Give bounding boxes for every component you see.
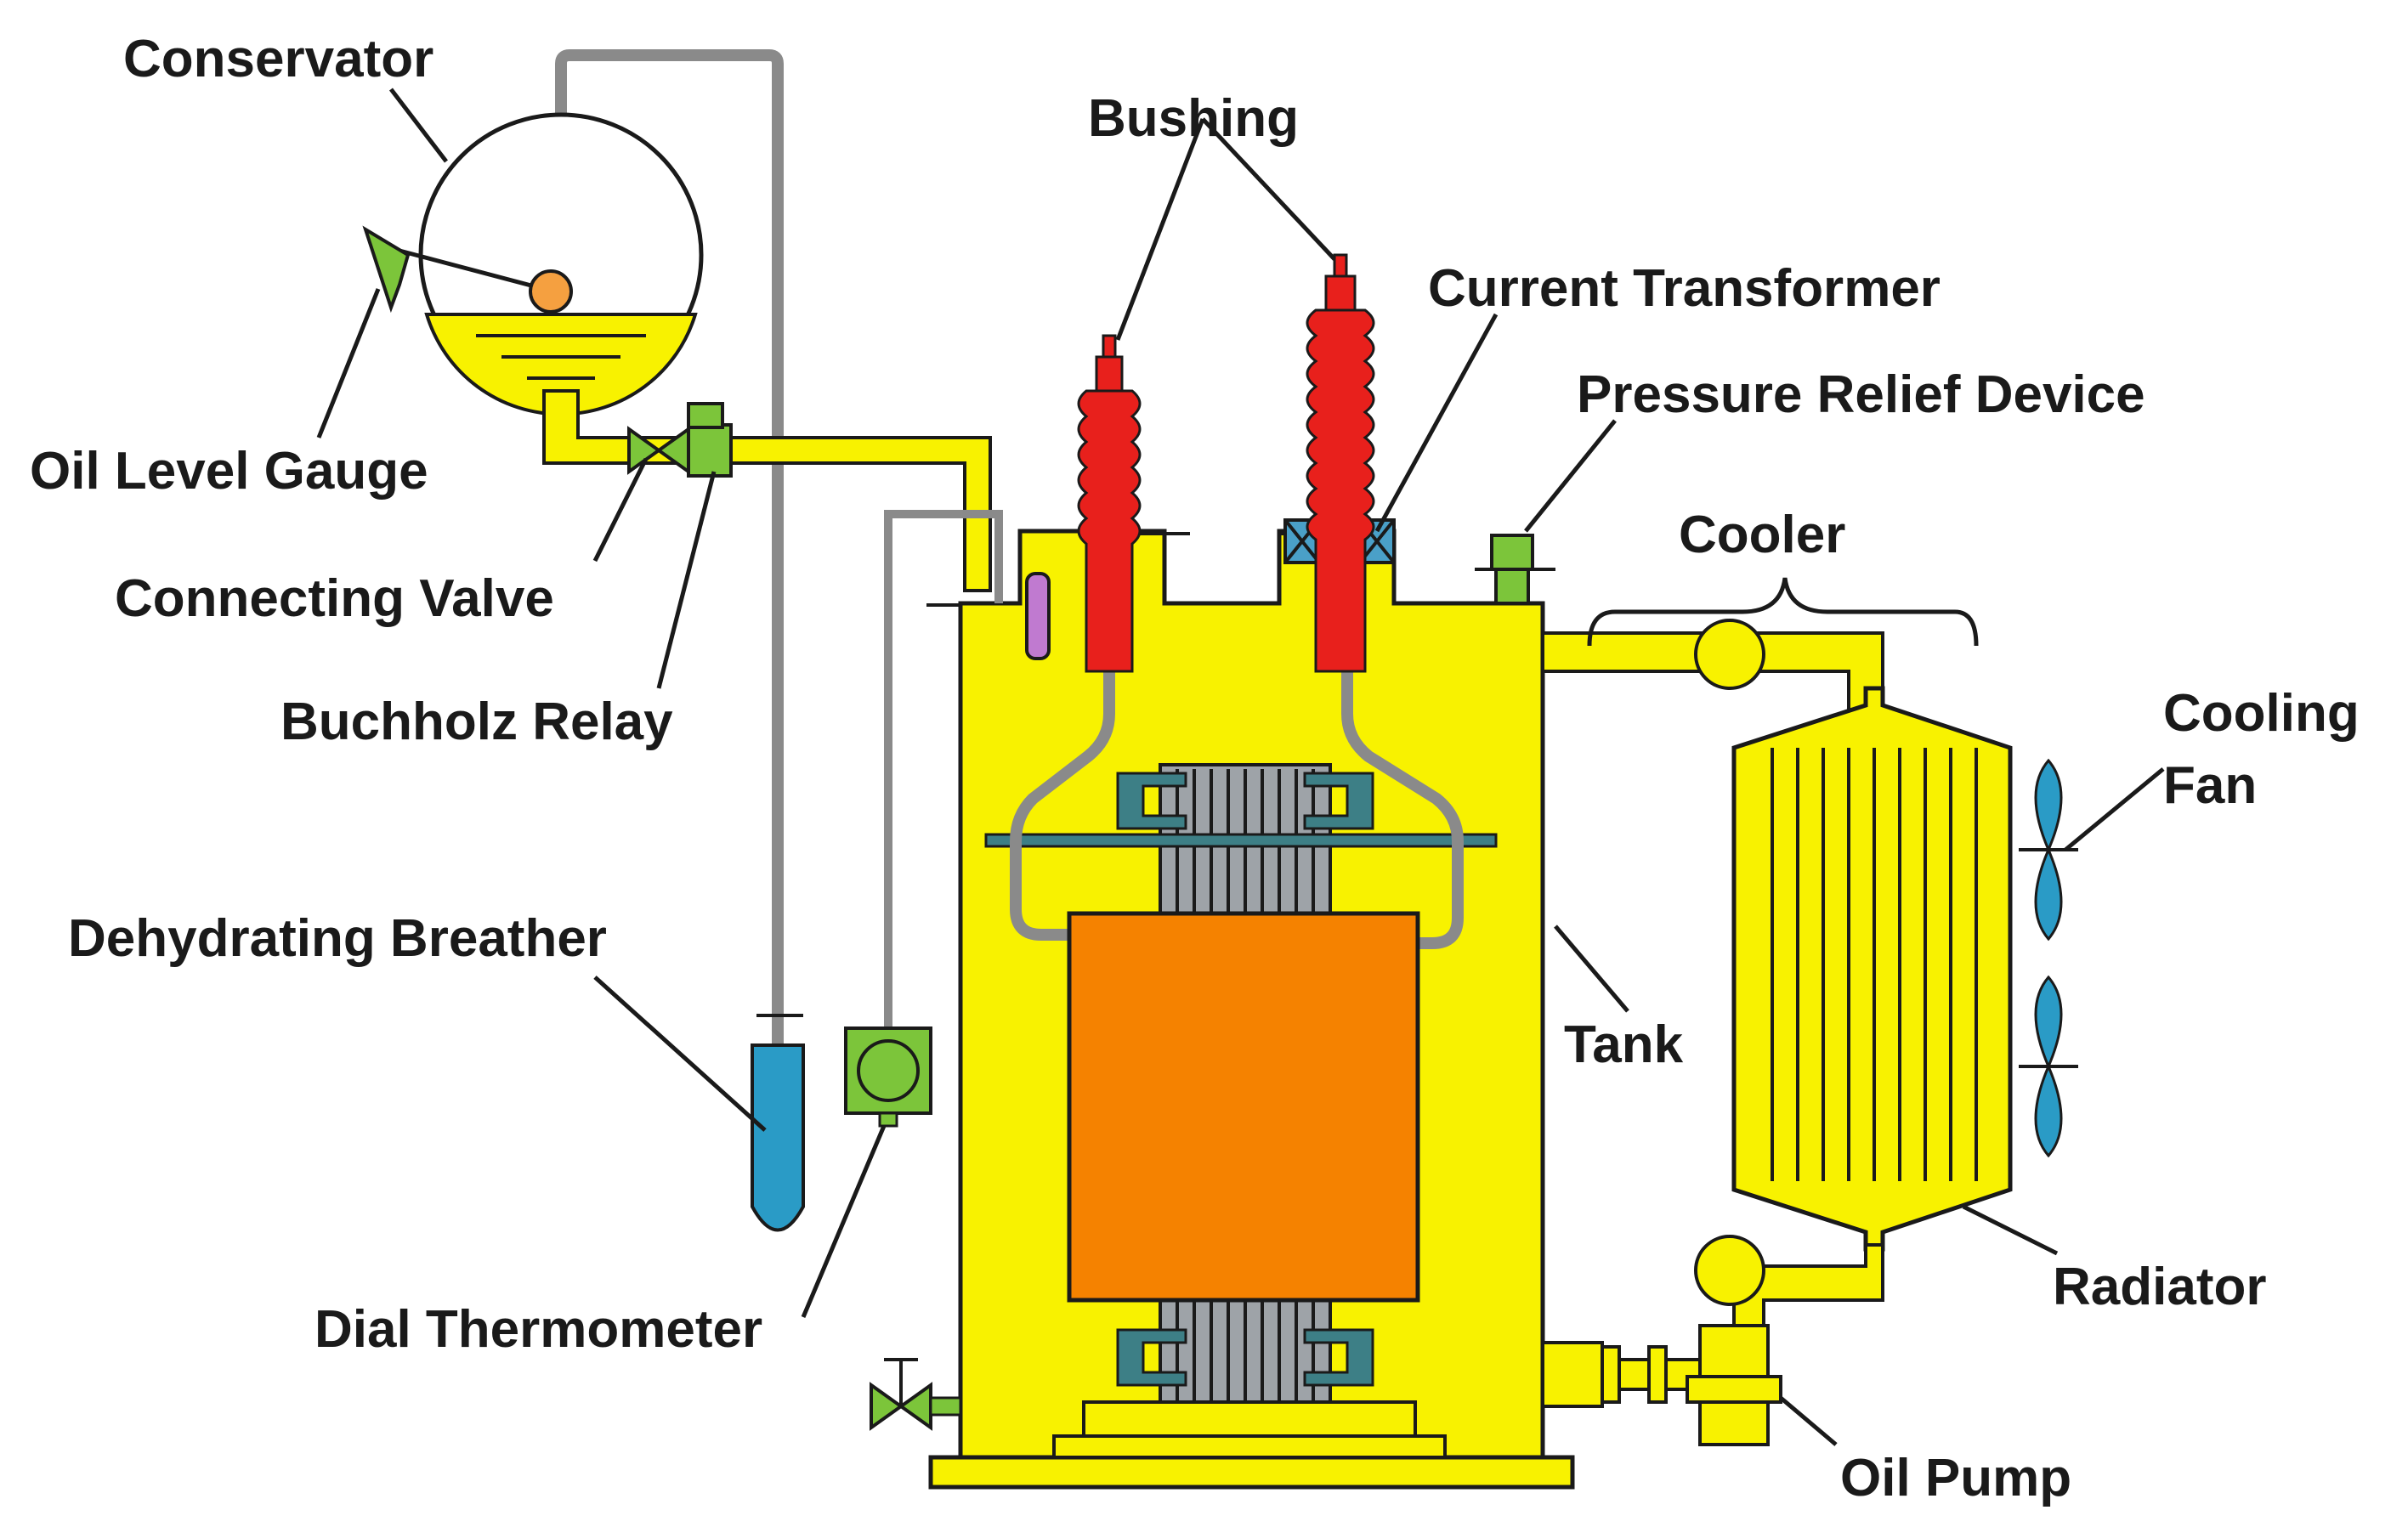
thermometer-pipe [884, 510, 1003, 1032]
dehydrating-breather-icon [751, 1014, 805, 1232]
label-cooling-fan-2: Fan [2163, 756, 2257, 815]
label-cooler: Cooler [1679, 506, 1845, 564]
label-oil-pump: Oil Pump [1840, 1449, 2071, 1507]
cooler-valve-bottom [1694, 1235, 1765, 1306]
oil-pipe-conservator [542, 389, 992, 592]
conservator [399, 112, 704, 416]
transformer-core [984, 763, 1498, 1459]
oil-float [529, 269, 573, 314]
label-connecting-valve: Connecting Valve [115, 569, 554, 628]
label-pressure-relief-device: Pressure Relief Device [1577, 365, 2145, 424]
connecting-valve-icon [627, 426, 690, 475]
breather-pipe [555, 49, 784, 1079]
radiator-fins [1771, 748, 1978, 1181]
label-conservator: Conservator [123, 30, 433, 88]
label-bushing: Bushing [1088, 89, 1299, 148]
bushing-lead-right [1341, 667, 1464, 949]
bushing-lead-left [1010, 667, 1115, 941]
buchholz-relay-icon [687, 402, 733, 478]
label-radiator: Radiator [2053, 1258, 2266, 1316]
label-dial-thermometer: Dial Thermometer [314, 1300, 762, 1359]
oil-pump-icon [1541, 1324, 1782, 1446]
cooling-fan-icon [2019, 758, 2078, 942]
winding-block [1067, 911, 1420, 1303]
leader-lines [316, 88, 2165, 1446]
label-buchholz-relay: Buchholz Relay [280, 693, 673, 751]
dial-thermometer-icon [844, 1026, 932, 1128]
bushing-right [1306, 253, 1375, 673]
label-dehydrating-breather: Dehydrating Breather [68, 909, 607, 968]
bushing-left [1077, 334, 1142, 673]
label-cooling-fan-1: Cooling [2163, 684, 2360, 743]
label-oil-level-gauge: Oil Level Gauge [30, 442, 428, 501]
label-tank: Tank [1564, 1015, 1684, 1074]
oil-sample-tube [1025, 572, 1051, 660]
cooler-valve-top [1694, 619, 1765, 690]
label-current-transformer: Current Transformer [1428, 259, 1941, 318]
oil-level-gauge-icon [362, 225, 411, 314]
pressure-relief-device-icon [1475, 534, 1555, 605]
drain-valve-icon [870, 1358, 962, 1431]
radiator [1731, 686, 2013, 1252]
cooling-fan-icon-2 [2019, 975, 2078, 1158]
